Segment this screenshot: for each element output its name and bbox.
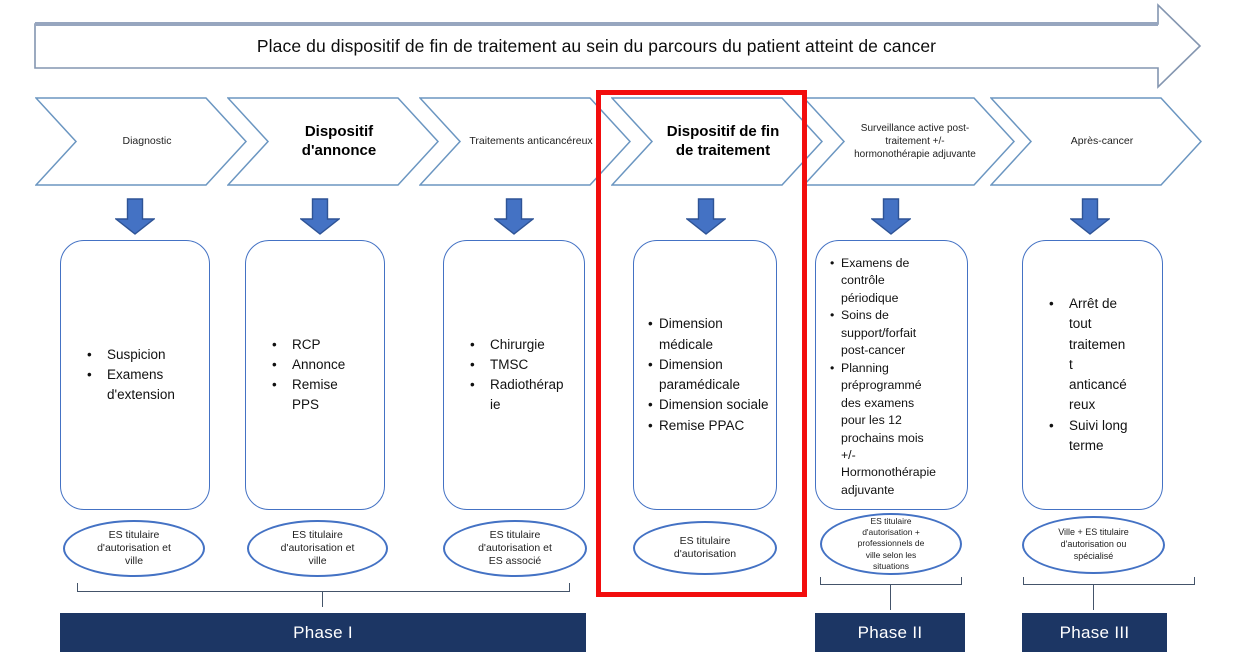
stage-chevron-label: Dispositif d'annonce [301, 122, 377, 159]
phase-3-bracket-tick [1093, 585, 1094, 610]
actor-oval-label: ES titulaire d'autorisation + profession… [857, 516, 925, 571]
stage-detail-box-traitements: Chirurgie TMSC Radiothérapie [443, 240, 585, 510]
actor-oval-label: ES titulaire d'autorisation et ville [280, 528, 355, 568]
bullet-item: RCP [266, 335, 362, 356]
stage-chevron-label: Surveillance active post-traitement +/- … [854, 123, 976, 160]
phase-3-bracket [1023, 577, 1195, 585]
bullet-item: Annonce [266, 355, 362, 376]
bullet-item: Remise PPAC [648, 416, 772, 437]
actor-oval-annonce: ES titulaire d'autorisation et ville [247, 520, 388, 577]
bullet-item: Dimension sociale [648, 395, 772, 416]
phase-2-bracket [820, 577, 962, 585]
stage-chevron-dispositif-fin-traitement: Dispositif de fin de traitement [611, 97, 823, 186]
stage-chevron-label: Après-cancer [1070, 134, 1134, 147]
bullet-item: Remise PPS [266, 375, 362, 416]
stage-detail-box-apres-cancer: Arrêt de tout traitement anticancéreux S… [1022, 240, 1163, 510]
actor-oval-fin-traitement: ES titulaire d'autorisation [633, 521, 777, 575]
stage-chevron-surveillance-active: Surveillance active post-traitement +/- … [803, 97, 1015, 186]
bullet-item: Chirurgie [464, 335, 564, 356]
title-banner-arrow-icon [34, 3, 1202, 89]
bullet-item: Arrêt de tout traitement anticancéreux [1043, 294, 1129, 416]
down-arrow-icon [115, 198, 155, 235]
actor-oval-surveillance: ES titulaire d'autorisation + profession… [820, 513, 962, 575]
phase-bar-phase-ii: Phase II [815, 613, 965, 652]
actor-oval-label: ES titulaire d'autorisation [673, 534, 737, 560]
actor-oval-diagnostic: ES titulaire d'autorisation et ville [63, 520, 205, 577]
phase-label: Phase II [857, 622, 923, 642]
bullet-item: Soins de support/forfait post-cancer [830, 307, 941, 359]
down-arrow-icon [300, 198, 340, 235]
actor-oval-traitements: ES titulaire d'autorisation et ES associ… [443, 520, 587, 577]
bullet-item: Dimension paramédicale [648, 355, 772, 396]
down-arrow-icon [871, 198, 911, 235]
phase-1-bracket-tick [322, 592, 323, 607]
diagram-title: Place du dispositif de fin de traitement… [256, 35, 937, 56]
stage-detail-box-diagnostic: Suspicion Examens d'extension [60, 240, 210, 510]
stage-detail-box-annonce: RCP Annonce Remise PPS [245, 240, 385, 510]
phase-label: Phase III [1059, 622, 1130, 642]
stage-chevron-traitements-anticancereux: Traitements anticancéreux [419, 97, 631, 186]
stage-detail-box-fin-traitement: Dimension médicale Dimension paramédical… [633, 240, 777, 510]
bullet-item: Dimension médicale [648, 314, 772, 355]
down-arrow-icon [686, 198, 726, 235]
bullet-item: Suspicion [81, 345, 205, 366]
bullet-item: TMSC [464, 355, 564, 376]
actor-oval-label: ES titulaire d'autorisation et ville [97, 528, 171, 568]
bullet-item: Examens d'extension [81, 365, 205, 406]
phase-bar-phase-iii: Phase III [1022, 613, 1167, 652]
bullet-item: Radiothérapie [464, 375, 564, 416]
stage-chevron-label: Dispositif de fin de traitement [666, 122, 780, 159]
stage-chevron-label: Traitements anticancéreux [469, 134, 593, 147]
stage-detail-box-surveillance: Examens de contrôle périodique Soins de … [815, 240, 968, 510]
actor-oval-label: ES titulaire d'autorisation et ES associ… [478, 528, 552, 568]
down-arrow-icon [1070, 198, 1110, 235]
stage-chevron-diagnostic: Diagnostic [35, 97, 247, 186]
actor-oval-label: Ville + ES titulaire d'autorisation ou s… [1058, 527, 1129, 561]
phase-label: Phase I [293, 622, 353, 642]
phase-bar-phase-i: Phase I [60, 613, 586, 652]
phase-1-bracket [77, 583, 570, 592]
actor-oval-apres-cancer: Ville + ES titulaire d'autorisation ou s… [1022, 516, 1165, 574]
down-arrow-icon [494, 198, 534, 235]
phase-2-bracket-tick [890, 585, 891, 610]
bullet-item: Planning préprogrammé des examens pour l… [830, 360, 941, 500]
bullet-item: Suivi long terme [1043, 416, 1129, 457]
stage-chevron-label: Diagnostic [122, 134, 172, 147]
highlight-red-box [596, 90, 807, 597]
stage-chevron-dispositif-annonce: Dispositif d'annonce [227, 97, 439, 186]
stage-chevron-apres-cancer: Après-cancer [990, 97, 1202, 186]
bullet-item: Examens de contrôle périodique [830, 255, 941, 307]
